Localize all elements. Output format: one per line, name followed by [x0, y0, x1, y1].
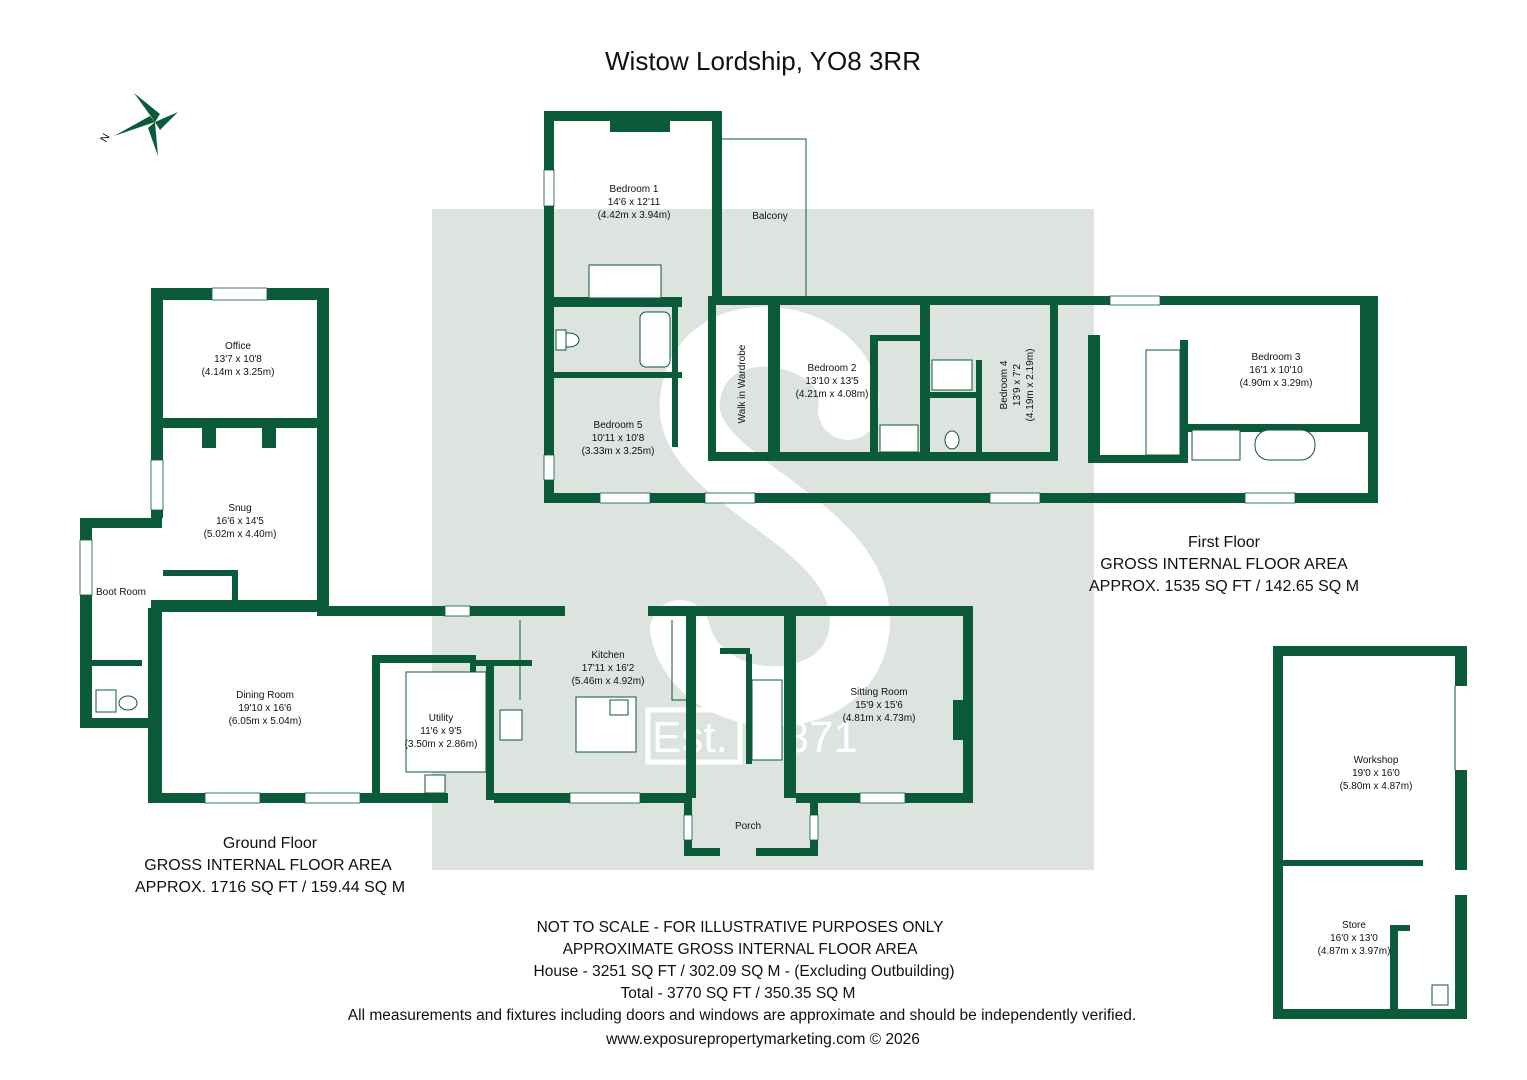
room-snug: Snug 16'6 x 14'5 (5.02m x 4.40m) [204, 503, 277, 540]
room-metric: (4.19m x 2.19m) [1025, 349, 1036, 422]
floor-area-heading: GROSS INTERNAL FLOOR AREA [1100, 556, 1348, 573]
footer-line: APPROXIMATE GROSS INTERNAL FLOOR AREA [563, 941, 919, 958]
room-metric: (4.90m x 3.29m) [1240, 378, 1313, 389]
footer-line: All measurements and fixtures including … [348, 1007, 1136, 1024]
floor-label: Ground Floor [223, 835, 318, 852]
room-name: Store [1342, 920, 1366, 931]
room-metric: (4.87m x 3.97m) [1318, 946, 1391, 957]
room-name: Snug [228, 503, 251, 514]
room-metric: (3.50m x 2.86m) [405, 739, 478, 750]
room-imperial: 16'0 x 13'0 [1330, 933, 1378, 944]
room-metric: (6.05m x 5.04m) [229, 716, 302, 727]
room-name: Workshop [1354, 755, 1399, 766]
room-imperial: 11'6 x 9'5 [420, 726, 462, 737]
compass-icon: N [98, 93, 178, 156]
room-bedroom1: Bedroom 1 14'6 x 12'11 (4.42m x 3.94m) [598, 184, 671, 221]
room-imperial: 13'10 x 13'5 [805, 376, 859, 387]
room-boot-room: Boot Room [96, 587, 146, 598]
room-kitchen: Kitchen 17'11 x 16'2 (5.46m x 4.92m) [572, 650, 645, 687]
room-metric: (4.14m x 3.25m) [202, 367, 275, 378]
room-office: Office 13'7 x 10'8 (4.14m x 3.25m) [202, 341, 275, 378]
room-utility: Utility 11'6 x 9'5 (3.50m x 2.86m) [405, 713, 478, 750]
room-imperial: 15'9 x 15'6 [855, 700, 903, 711]
room-walk-in-wardrobe: Walk in Wardrobe [737, 344, 748, 423]
room-metric: (4.42m x 3.94m) [598, 210, 671, 221]
room-name: Sitting Room [850, 687, 907, 698]
room-balcony: Balcony [752, 211, 788, 222]
room-dining-room: Dining Room 19'10 x 16'6 (6.05m x 5.04m) [229, 690, 302, 727]
first-floor-area-label: First Floor GROSS INTERNAL FLOOR AREA AP… [1089, 534, 1359, 595]
room-bedroom4: Bedroom 4 13'9 x 7'2 (4.19m x 2.19m) [999, 349, 1036, 422]
room-workshop: Workshop 19'0 x 16'0 (5.80m x 4.87m) [1340, 755, 1413, 792]
room-imperial: 10'11 x 10'8 [592, 433, 645, 444]
room-name: Bedroom 5 [594, 420, 643, 431]
room-bedroom3: Bedroom 3 16'1 x 10'10 (4.90m x 3.29m) [1240, 352, 1313, 389]
floor-area-heading: GROSS INTERNAL FLOOR AREA [144, 857, 392, 874]
ground-floor-plan [79, 287, 973, 856]
room-name: Dining Room [236, 690, 294, 701]
room-name: Kitchen [591, 650, 624, 661]
footer-url: www.exposurepropertymarketing.com © 2026 [605, 1031, 920, 1048]
room-imperial: 19'0 x 16'0 [1352, 768, 1400, 779]
room-imperial: 13'7 x 10'8 [214, 354, 262, 365]
room-store: Store 16'0 x 13'0 (4.87m x 3.97m) [1318, 920, 1391, 957]
room-name: Office [225, 341, 251, 352]
room-metric: (4.21m x 4.08m) [796, 389, 869, 400]
footer-line: NOT TO SCALE - FOR ILLUSTRATIVE PURPOSES… [537, 919, 944, 936]
footer-notes: NOT TO SCALE - FOR ILLUSTRATIVE PURPOSES… [348, 919, 1136, 1048]
room-imperial: 19'10 x 16'6 [238, 703, 292, 714]
room-name: Bedroom 3 [1252, 352, 1301, 363]
floor-area-value: APPROX. 1535 SQ FT / 142.65 SQ M [1089, 578, 1359, 595]
room-metric: (3.33m x 3.25m) [582, 446, 655, 457]
room-sitting-room: Sitting Room 15'9 x 15'6 (4.81m x 4.73m) [843, 687, 916, 724]
room-name: Bedroom 2 [808, 363, 857, 374]
room-name: Utility [429, 713, 453, 724]
room-imperial: 13'9 x 7'2 [1012, 363, 1023, 406]
room-metric: (4.81m x 4.73m) [843, 713, 916, 724]
outbuilding-plan [1273, 646, 1467, 1019]
room-bedroom5: Bedroom 5 10'11 x 10'8 (3.33m x 3.25m) [582, 420, 655, 457]
ground-floor-area-label: Ground Floor GROSS INTERNAL FLOOR AREA A… [135, 835, 405, 896]
room-imperial: 14'6 x 12'11 [608, 197, 661, 208]
room-name: Bedroom 1 [610, 184, 659, 195]
room-bedroom2: Bedroom 2 13'10 x 13'5 (4.21m x 4.08m) [796, 363, 869, 400]
room-imperial: 17'11 x 16'2 [582, 663, 635, 674]
floor-area-value: APPROX. 1716 SQ FT / 159.44 SQ M [135, 879, 405, 896]
watermark: Est. 1871 [432, 209, 1094, 870]
footer-line: House - 3251 SQ FT / 302.09 SQ M - (Excl… [534, 963, 955, 980]
page-title: Wistow Lordship, YO8 3RR [605, 46, 921, 76]
room-name: Bedroom 4 [999, 360, 1010, 409]
room-metric: (5.02m x 4.40m) [204, 529, 277, 540]
footer-line: Total - 3770 SQ FT / 350.35 SQ M [621, 985, 856, 1002]
room-metric: (5.80m x 4.87m) [1340, 781, 1413, 792]
room-imperial: 16'6 x 14'5 [216, 516, 264, 527]
room-porch: Porch [735, 821, 761, 832]
first-floor-plan [543, 111, 1378, 504]
compass-letter: N [98, 132, 112, 145]
room-metric: (5.46m x 4.92m) [572, 676, 645, 687]
floor-label: First Floor [1188, 534, 1261, 551]
room-imperial: 16'1 x 10'10 [1249, 365, 1303, 376]
